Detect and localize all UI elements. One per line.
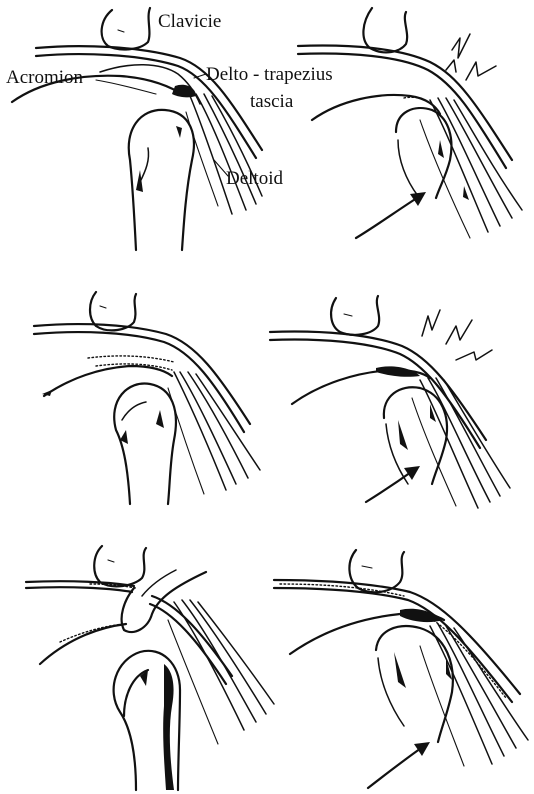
lightning-icon [456,350,492,360]
acromion [44,366,172,396]
panel-3 [34,292,260,504]
acromion [36,46,262,150]
arrow-icon [356,196,420,238]
clavicle [102,8,150,49]
lightning-icon [452,34,470,58]
deltoid-muscle [186,94,262,214]
humeral-head [396,108,451,198]
lightning-icon [446,320,472,344]
lightning-icon [422,310,440,336]
clavicle [94,546,146,586]
lightning-icon [466,62,496,80]
panel-1: Clavicie Acromion Delto - trapezius tasc… [6,8,333,250]
label-acromion: Acromion [6,67,84,88]
acromion [40,624,126,664]
panel-4 [270,296,510,508]
deltoid-muscle [412,378,510,508]
deltoid-muscle [420,624,528,766]
label-fascia-line2: tascia [250,91,294,112]
panel-6 [274,550,528,788]
arrow-icon [366,470,414,502]
lightning-icon [446,60,456,72]
humeral-head [376,626,453,742]
arrow-icon [368,746,424,788]
label-clavicle: Clavicie [158,11,221,32]
deltoid-muscle [168,600,274,744]
panel-5 [26,546,274,790]
panel-2 [298,8,522,238]
label-deltoid: Deltoid [226,168,283,189]
clavicle [331,296,379,335]
leader-acromion [96,80,156,94]
label-fascia-line1: Delto - trapezius [206,64,333,85]
clavicle [363,8,407,52]
deltoid-muscle [168,372,260,494]
